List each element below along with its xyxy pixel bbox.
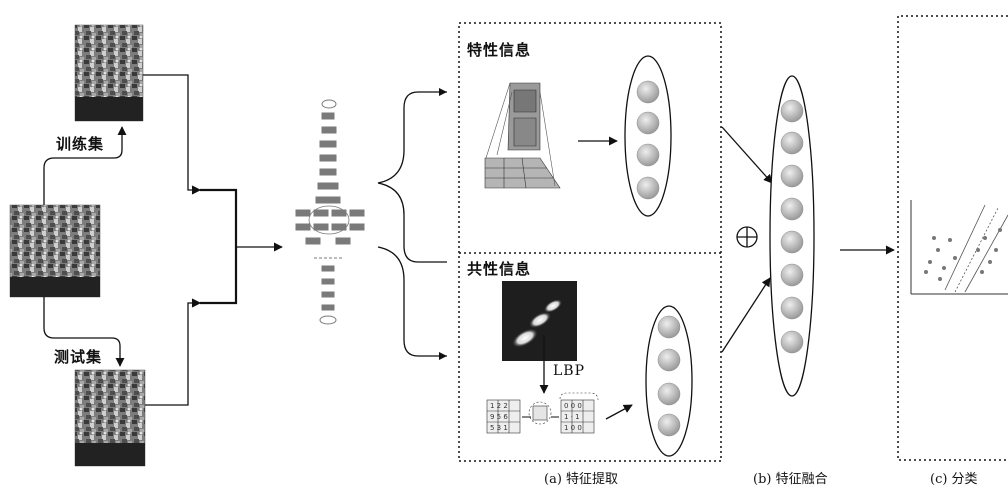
common-feature-image	[502, 281, 577, 361]
svg-text:1 0 0: 1 0 0	[564, 424, 582, 432]
svg-text:5 3 1: 5 3 1	[490, 424, 508, 432]
test-merge-line	[145, 303, 200, 405]
split-brace-top	[378, 92, 447, 262]
svg-text:9 5 6: 9 5 6	[490, 413, 508, 421]
circled-plus-icon	[737, 227, 757, 247]
merge-bracket	[200, 190, 236, 303]
svg-text:1 · 1: 1 · 1	[564, 413, 580, 421]
train-set-label: 训练集	[56, 133, 104, 154]
test-set-label: 测试集	[54, 346, 102, 367]
caption-b: (b) 特征融合	[753, 468, 828, 487]
test-image	[75, 370, 145, 466]
arrow-specific-to-fusion	[722, 127, 772, 183]
arrow-common-to-fusion	[722, 278, 770, 352]
common-info-label: 共性信息	[467, 258, 531, 279]
caption-a: (a) 特征提取	[544, 468, 618, 487]
arrow-to-common-nodes	[606, 405, 632, 419]
source-image	[10, 205, 100, 297]
svg-text:1 2 2: 1 2 2	[490, 402, 508, 410]
lbp-grids: 1 2 2 9 5 6 5 3 1 0 0 0 1 · 1 1 0 0	[487, 393, 598, 433]
train-image	[75, 25, 143, 121]
fused-node-column	[770, 76, 814, 396]
svg-text:0 0 0: 0 0 0	[564, 402, 582, 410]
common-node-column	[646, 306, 692, 456]
caption-c: (c) 分类	[930, 468, 978, 487]
train-merge-line	[143, 75, 200, 190]
specific-feature-visual	[485, 83, 560, 188]
split-brace-bottom	[378, 247, 447, 356]
specific-node-column	[625, 56, 671, 216]
cnn-network-icon	[296, 100, 364, 324]
specific-info-label: 特性信息	[467, 39, 531, 60]
lbp-label: LBP	[553, 363, 585, 379]
scatter-plot-icon	[911, 200, 1008, 294]
classification-box	[898, 16, 1008, 460]
